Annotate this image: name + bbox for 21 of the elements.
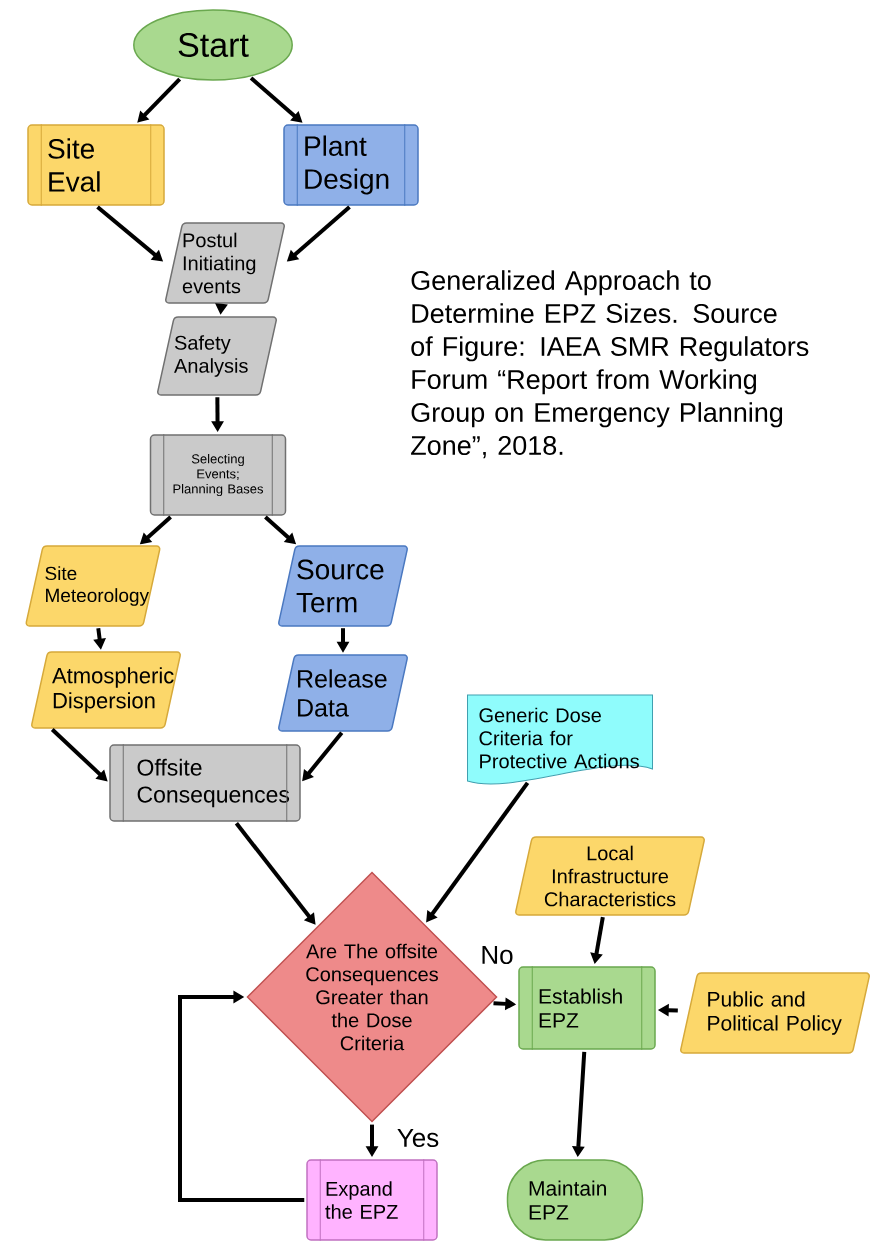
- process-box: Establish EPZ: [518, 965, 656, 1051]
- data-parallelogram: Safety Analysis: [157, 316, 277, 396]
- data-parallelogram: Release Data: [278, 654, 408, 732]
- caption: Generalized Approach to Determine EPZ Sizes. Source of Figure: IAEA SMR Regulators Forum “Report from Working Group on Emergency Planning Zone”, 2018.: [411, 270, 809, 459]
- data-parallelogram: Public and Political Policy: [680, 972, 870, 1054]
- arrow: [50, 728, 108, 782]
- end-terminal: Maintain EPZ: [506, 1159, 644, 1241]
- start-terminal: Start: [133, 9, 293, 81]
- data-parallelogram: Atmospheric Dispersion: [31, 651, 181, 729]
- process-box: Plant Design: [283, 123, 419, 207]
- data-parallelogram: Site Meteorology: [25, 545, 161, 627]
- data-parallelogram: Postul Initiating events: [165, 222, 285, 304]
- process-box: Offsite Consequences: [109, 743, 301, 823]
- data-parallelogram: Source Term: [278, 545, 408, 627]
- arrow: [178, 990, 305, 1202]
- process-box: Site Eval: [27, 123, 165, 207]
- process-box: Expand the EPZ: [306, 1158, 438, 1242]
- edge-label: Yes: [395, 1127, 441, 1149]
- process-box: Selecting Events; Planning Bases: [149, 433, 287, 517]
- data-parallelogram: Local Infrastructure Characteristics: [515, 836, 705, 916]
- arrow: [137, 77, 182, 123]
